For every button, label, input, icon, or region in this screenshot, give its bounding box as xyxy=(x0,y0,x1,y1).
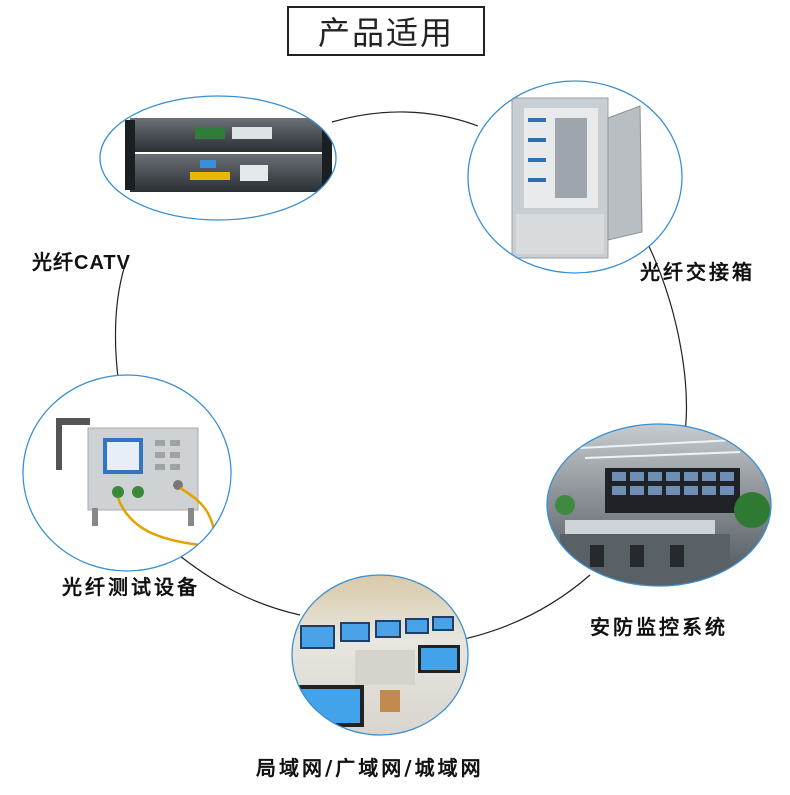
security-image xyxy=(547,424,771,586)
ring-arc-right xyxy=(645,239,687,441)
label-cabinet: 光纤交接箱 xyxy=(640,260,755,284)
tester-image xyxy=(23,375,231,571)
catv-ellipse xyxy=(99,95,337,221)
ring-arc-lower-right xyxy=(459,574,591,641)
security-ellipse xyxy=(546,423,772,587)
cabinet-ellipse xyxy=(467,80,683,274)
catv-image xyxy=(100,96,336,220)
ring-arc-top xyxy=(331,111,479,127)
ring-arc-lower-left xyxy=(169,547,301,616)
ring-arc-left xyxy=(114,261,127,393)
tester-ellipse xyxy=(22,374,232,572)
label-network: 局域网/广域网/城域网 xyxy=(256,756,484,780)
label-tester: 光纤测试设备 xyxy=(62,575,200,599)
label-security: 安防监控系统 xyxy=(590,615,728,639)
network-ellipse xyxy=(291,574,469,736)
page-title: 产品适用 xyxy=(287,6,485,56)
cabinet-image xyxy=(468,81,682,273)
label-catv: 光纤CATV xyxy=(32,252,131,274)
